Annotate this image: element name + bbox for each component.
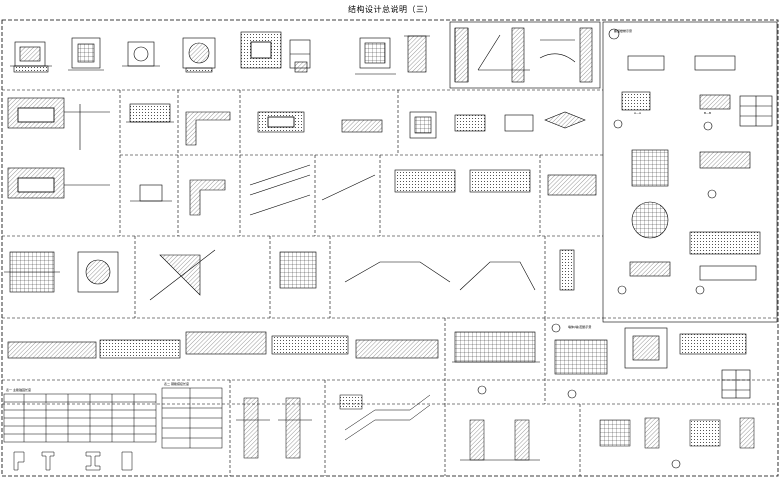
footing-detail-5 [240,31,282,69]
detail-marker-icon [617,285,627,295]
stair-note: 螺旋楼梯示意 [614,29,633,33]
detail-marker-icon [695,285,705,295]
detail-marker-icon [671,459,681,469]
post-detail [559,249,575,291]
column-elevation-details [236,397,312,459]
pile-cap-details [599,417,755,449]
column-plan-2 [77,251,119,293]
footing-detail-1 [10,41,52,73]
cranked-bar-detail [344,261,536,291]
detail-marker-icon [477,385,487,395]
slab-detail-2 [7,167,110,199]
row-2-details [7,97,597,216]
detail-marker-icon [703,121,713,131]
footing-detail-3 [122,41,160,67]
anchorage-table [3,393,157,443]
footing-detail-2 [68,37,104,71]
stair-detail-b [189,179,226,216]
detail-marker-icon [551,323,561,333]
joint-details [341,111,586,139]
panel-note: 墙体(墙)配筋示意 [568,325,592,329]
lap-table [161,387,223,449]
stair-detail-a [130,184,172,202]
row-4-beams [7,327,751,399]
row-3-details [4,249,575,301]
foundation-details [460,419,540,461]
sheet-title: 结构设计总说明（三） [348,5,433,14]
footing-detail-4 [182,37,216,73]
right-notes-panel [602,21,778,323]
detail-markers [477,119,717,469]
diagonal-rebar-details [249,164,597,216]
table-1-title: 表一 主筋锚固长度 [6,388,31,392]
beam-detail-b [185,111,231,146]
row-1-details [10,21,778,323]
detail-marker-icon [567,389,577,399]
slab-detail-1 [7,97,110,150]
section-dividers [2,89,778,476]
section-label-aa: A—A [634,111,642,115]
section-symbols [13,451,133,471]
stair-slab-detail [339,394,431,441]
column-plan-1 [4,251,60,293]
lintel-detail [257,111,305,133]
wall-elevation-panel [449,21,601,89]
detail-marker-icon [613,119,623,129]
wall-panel-detail [554,327,747,375]
detail-marker-icon [707,189,717,199]
beam-section-2 [404,35,430,73]
stair-landing-detail [279,251,317,289]
beam-detail-a [126,103,174,123]
small-table [721,369,751,399]
beam-section-1 [355,37,396,75]
corner-detail [149,249,216,301]
footing-detail-6 [289,39,311,73]
section-label-bb: B—B [704,111,712,115]
waterproof-detail [452,331,540,363]
sheet-border [1,19,779,477]
right-column-details [621,91,773,281]
table-2-title: 表二 钢筋搭接长度 [164,382,189,386]
rebar-table [739,95,773,127]
row-5-details [3,387,755,471]
